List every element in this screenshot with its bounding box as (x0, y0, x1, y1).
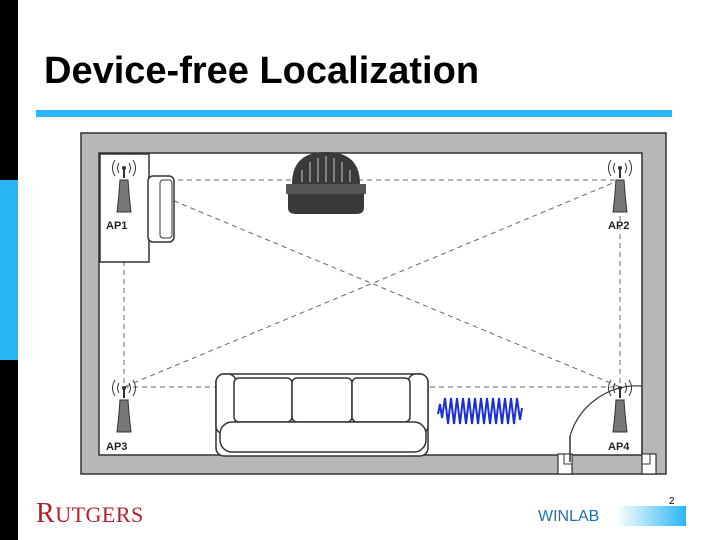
title-underline (36, 110, 672, 117)
rutgers-logo-initial: R (36, 498, 56, 529)
left-accent-bar-middle (0, 180, 18, 360)
winlab-gradient-bar (616, 506, 686, 526)
ceiling-lamp-icon (286, 152, 366, 214)
ap3-label: AP3 (106, 441, 127, 453)
left-accent-bar-bottom (0, 360, 18, 540)
ap1-label: AP1 (106, 220, 127, 232)
rutgers-logo-rest: UTGERS (55, 502, 144, 527)
door-icon (557, 385, 657, 475)
slide-number: 2 (669, 496, 675, 507)
sofa-icon (215, 373, 429, 457)
left-accent-bar-top (0, 0, 18, 180)
rutgers-logo: RUTGERS (36, 498, 144, 530)
access-point-ap2: AP2 (608, 159, 632, 232)
ap2-label: AP2 (608, 220, 629, 232)
signal-wave-icon (437, 397, 523, 425)
access-point-ap1: AP1 (106, 159, 136, 232)
slide-title: Device-free Localization (44, 50, 480, 92)
winlab-label: WINLAB (538, 508, 600, 525)
ap4-label: AP4 (608, 441, 630, 453)
access-point-ap4: AP4 (608, 379, 632, 453)
wifi-ap-icon (112, 379, 136, 433)
wifi-ap-icon (112, 159, 136, 213)
access-point-ap3: AP3 (106, 379, 136, 453)
wifi-ap-icon (608, 379, 632, 433)
wifi-ap-icon (608, 159, 632, 213)
room-floorplan-diagram: AP1 AP2 AP3 AP4 (80, 132, 667, 475)
